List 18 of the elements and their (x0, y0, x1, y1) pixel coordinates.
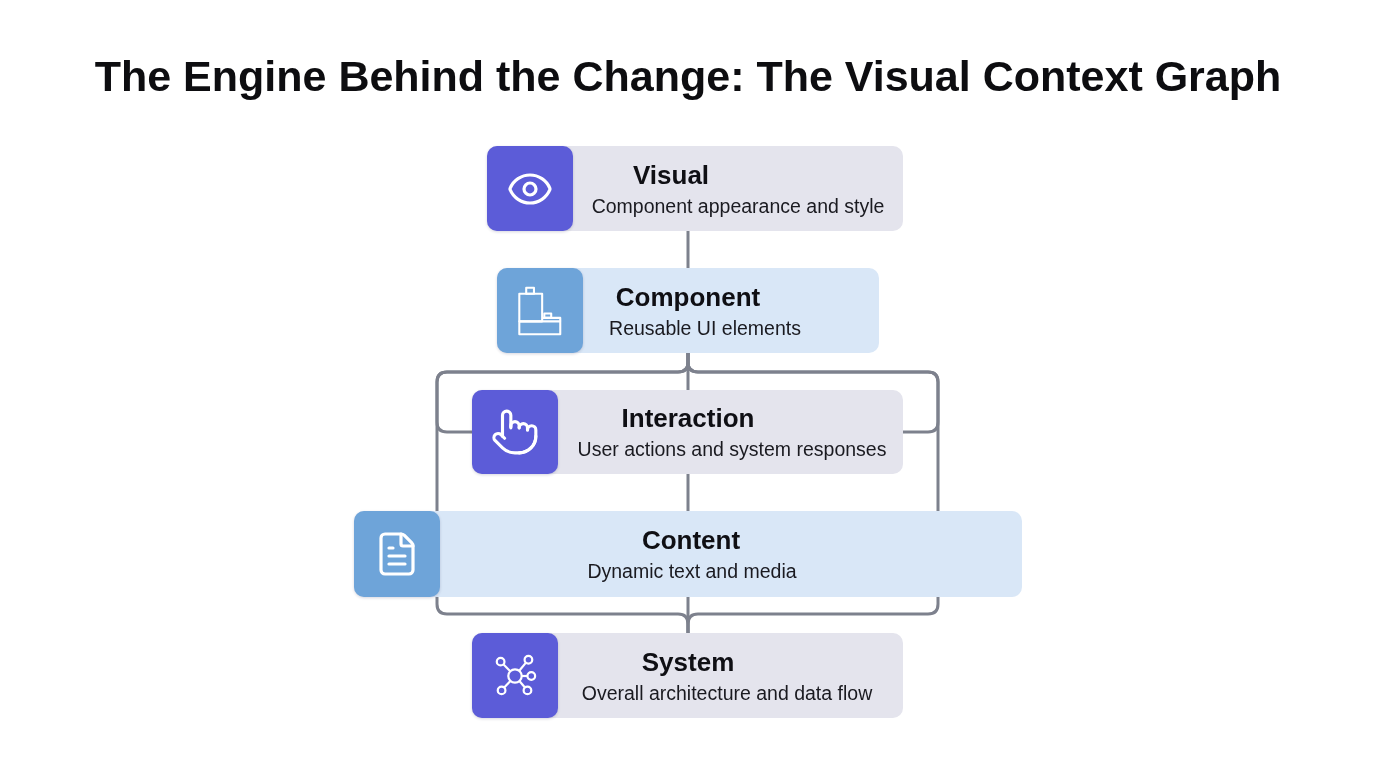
layer-description: Overall architecture and data flow (581, 680, 873, 705)
layer-card (497, 268, 879, 353)
layer-title: Component (615, 281, 761, 312)
layer-card (472, 633, 903, 718)
connector-line (686, 472, 690, 513)
layer-description: User actions and system responses (577, 437, 887, 461)
layer-description: Component appearance and style (591, 193, 885, 218)
layer-card (354, 511, 1022, 597)
layer-card (472, 390, 903, 474)
diagram-title: The Engine Behind the Change: The Visual Context Graph (94, 51, 1282, 102)
layer-title: Visual (632, 159, 710, 190)
layer-title: Content (641, 525, 741, 555)
layer-card (487, 146, 903, 231)
layer-title: System (641, 646, 735, 677)
layer-description: Dynamic text and media (587, 559, 797, 583)
layer-description: Reusable UI elements (609, 315, 801, 340)
layer-title: Interaction (621, 403, 755, 433)
connector-line (686, 229, 690, 270)
